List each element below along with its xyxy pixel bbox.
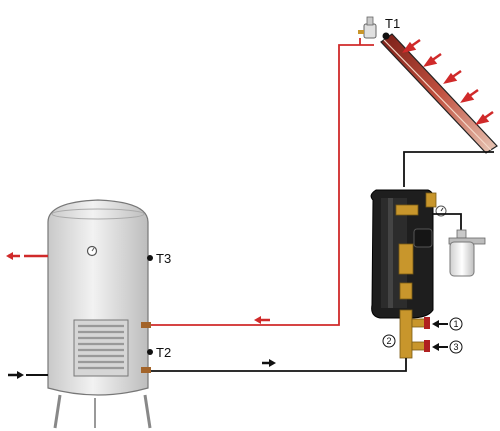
flow-arrow-head <box>254 316 261 324</box>
solar-return-pipe <box>403 151 494 187</box>
sun-ray-arrow <box>402 38 494 125</box>
expansion-vessel-pipe <box>433 213 462 232</box>
coil-inlet-fitting <box>141 322 151 328</box>
flow-arrow-head <box>17 371 24 379</box>
coil-outlet-fitting <box>141 367 151 373</box>
flow-arrow-head <box>6 252 13 260</box>
valve-1-marker: 1 <box>432 317 463 331</box>
tank-leg <box>143 394 152 429</box>
tank-return-pipe <box>151 358 407 372</box>
sensor-t1-dot <box>382 32 390 40</box>
pump-station <box>370 189 447 319</box>
sensor-t2-dot <box>147 349 153 355</box>
solar-collector <box>380 33 498 154</box>
solar-flow-pipe <box>151 38 374 326</box>
storage-tank <box>47 199 152 429</box>
air-vent-icon <box>358 16 377 39</box>
heat-exchanger-coil <box>78 324 124 370</box>
valve-3-marker: 3 <box>432 340 463 354</box>
connection-number-2: 2 <box>387 336 392 346</box>
connection-number-3: 3 <box>454 342 459 352</box>
flow-arrow-head <box>269 359 276 367</box>
valve-2-marker: 2 <box>382 334 396 348</box>
heat-exchanger-box <box>73 319 129 377</box>
sensor-t1-label: T1 <box>385 16 400 31</box>
sensor-t3-dot <box>147 255 153 261</box>
gauge-needle <box>91 247 95 252</box>
sensor-t2-label: T2 <box>156 345 171 360</box>
tank-top-seam <box>51 208 145 220</box>
expansion-vessel <box>448 229 486 277</box>
sensor-t3-label: T3 <box>156 251 171 266</box>
connection-number-1: 1 <box>454 319 459 329</box>
tank-leg <box>53 394 62 429</box>
